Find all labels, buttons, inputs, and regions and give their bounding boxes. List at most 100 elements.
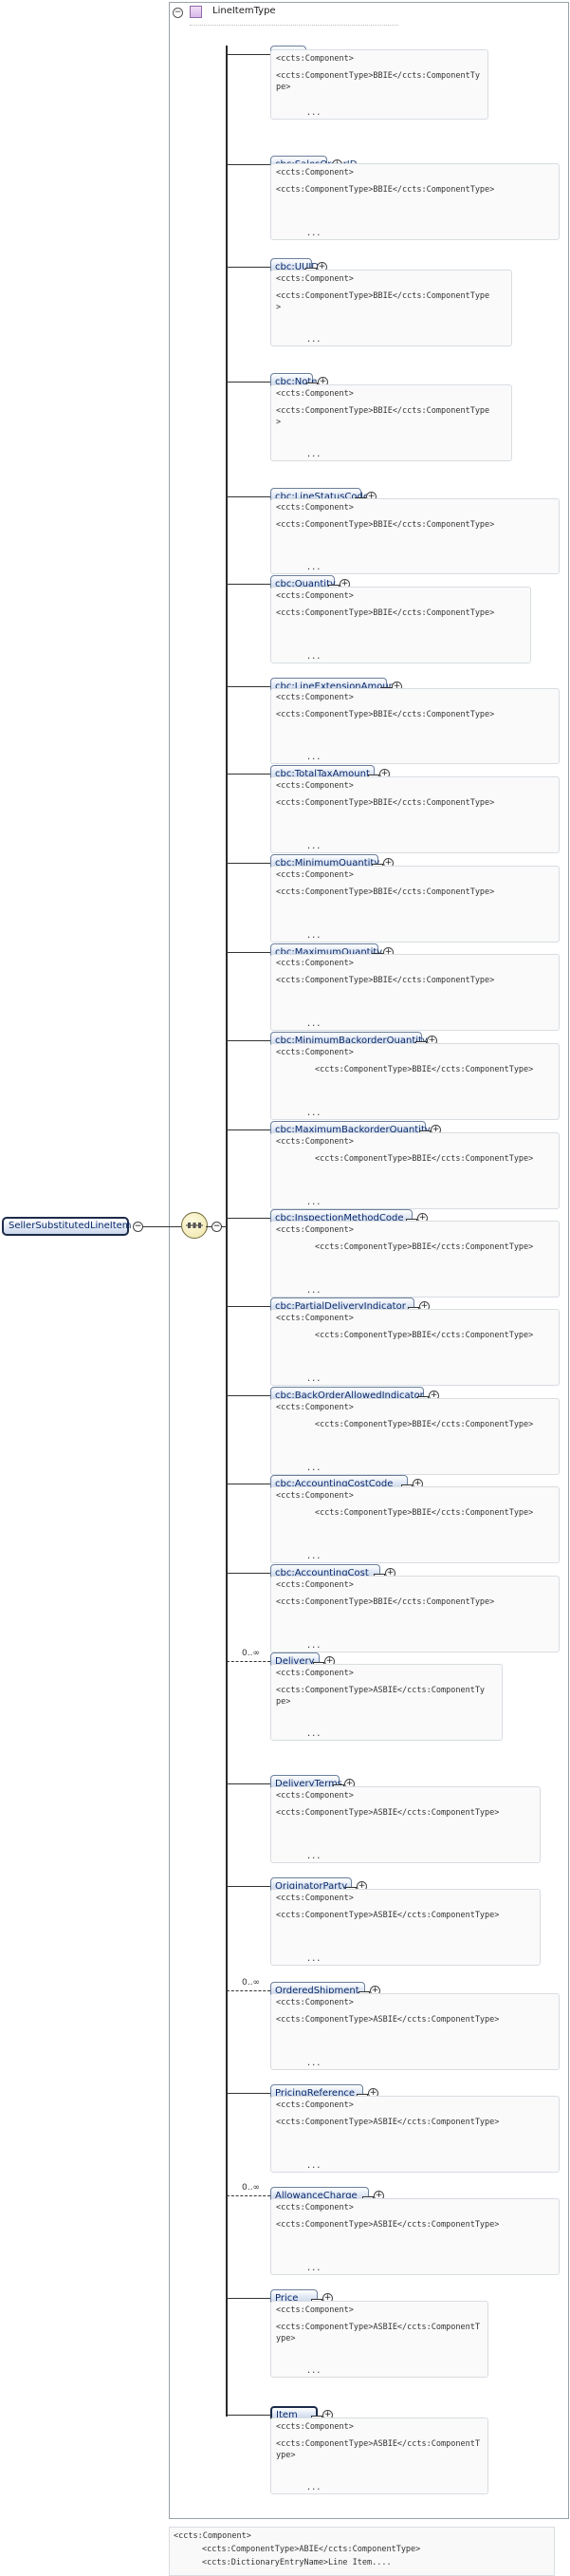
annotation-line: <ccts:ComponentType>BBIE</ccts:Component…: [276, 1597, 495, 1607]
element-annotation: <ccts:Component> <ccts:ComponentType>BBIE…: [270, 587, 531, 663]
annotation-line: ...: [306, 2264, 322, 2273]
annotation-line: <ccts:Component>: [276, 1314, 354, 1323]
root-annotation: <ccts:Component> <ccts:ComponentType>ABI…: [169, 2527, 555, 2576]
root-annotation-line: <ccts:DictionaryEntryName>Line Item....: [202, 2558, 392, 2567]
annotation-line: <ccts:Component>: [276, 781, 354, 791]
element-connector: [227, 2195, 270, 2196]
root-annotation-line: <ccts:Component>: [174, 2531, 251, 2541]
annotation-line: <ccts:Component>: [276, 1048, 354, 1057]
element-connector: [227, 1306, 270, 1307]
annotation-line: <ccts:ComponentType>BBIE</ccts:Component…: [276, 887, 495, 897]
annotation-line: <ccts:ComponentType>BBIE</ccts:Component…: [276, 520, 495, 530]
annotation-line: <ccts:ComponentType>BBIE</ccts:Component…: [276, 608, 495, 618]
element-connector: [227, 267, 270, 268]
element-annotation: <ccts:Component> <ccts:ComponentType>BBIE…: [270, 498, 560, 574]
annotation-line: <ccts:Component>: [276, 2203, 354, 2212]
annotation-line: <ccts:Component>: [276, 2422, 354, 2432]
root-annotation-line: <ccts:ComponentType>ABIE</ccts:Component…: [202, 2545, 421, 2554]
element-connector: [227, 1886, 270, 1887]
element-connector: [227, 1218, 270, 1219]
annotation-line: <ccts:ComponentType>BBIE</ccts:Component…: [276, 406, 490, 416]
element-annotation: <ccts:Component><ccts:ComponentType>ASBI…: [270, 1993, 560, 2070]
element-annotation: <ccts:Component> <ccts:ComponentType>BBIE…: [270, 384, 512, 461]
annotation-line: <ccts:Component>: [276, 1491, 354, 1501]
element-connector: [227, 382, 270, 383]
element-annotation: <ccts:Component> <ccts:ComponentType>BBIE…: [270, 776, 560, 853]
annotation-line: ...: [306, 842, 322, 851]
root-element-box[interactable]: SellerSubstitutedLineItem: [2, 1217, 132, 1236]
annotation-line: <ccts:ComponentType>BBIE</ccts:Component…: [315, 1154, 534, 1164]
element-annotation: <ccts:Component><ccts:ComponentType>ASBI…: [270, 2096, 560, 2173]
occurrence-label: 0..∞: [242, 1649, 260, 1658]
element-annotation: <ccts:Component><ccts:ComponentType>ASBI…: [270, 2301, 488, 2378]
element-annotation: <ccts:Component><ccts:ComponentType>BBIE…: [270, 1132, 560, 1209]
element-connector: [227, 2093, 270, 2094]
element-connector: [227, 1573, 270, 1574]
annotation-line: <ccts:ComponentType>BBIE</ccts:Component…: [315, 1508, 534, 1518]
annotation-line: <ccts:Component>: [276, 1225, 354, 1235]
element-annotation: <ccts:Component><ccts:ComponentType>BBIE…: [270, 49, 488, 120]
annotation-line: ...: [306, 931, 322, 941]
element-annotation: <ccts:Component><ccts:ComponentType>BBIE…: [270, 270, 512, 346]
annotation-line: <ccts:ComponentType>BBIE</ccts:Component…: [315, 1242, 534, 1252]
complex-type-icon: [190, 6, 202, 18]
annotation-line: ...: [306, 2483, 322, 2492]
annotation-line: <ccts:Component>: [276, 503, 354, 513]
annotation-line: ...: [306, 1464, 322, 1473]
type-name: LineItemType: [212, 6, 276, 16]
collapse-type-toggle-icon[interactable]: −: [173, 8, 183, 18]
annotation-line: <ccts:ComponentType>ASBIE</ccts:Componen…: [276, 1686, 486, 1695]
annotation-line: <ccts:ComponentType>BBIE</ccts:Component…: [276, 976, 495, 985]
annotation-line: <ccts:Component>: [276, 1403, 354, 1412]
element-annotation: <ccts:Component> <ccts:ComponentType>BBIE…: [270, 1043, 560, 1120]
annotation-line: ...: [306, 335, 322, 345]
annotation-line: <ccts:ComponentType>BBIE</ccts:Component…: [315, 1420, 534, 1429]
annotation-line: ...: [306, 1641, 322, 1651]
element-annotation: <ccts:Component> <ccts:ComponentType>BBIE…: [270, 1398, 560, 1475]
element-connector: [227, 686, 270, 687]
annotation-line: <ccts:ComponentType>ASBIE</ccts:Componen…: [276, 2220, 500, 2230]
element-annotation: <ccts:Component> <ccts:ComponentType>BBIE…: [270, 163, 560, 240]
element-annotation: <ccts:Component> <ccts:ComponentType>BBIE…: [270, 866, 560, 943]
annotation-line: >: [276, 418, 282, 427]
element-connector: [227, 2415, 270, 2416]
annotation-line: ...: [306, 108, 322, 118]
annotation-line: <ccts:Component>: [276, 1580, 354, 1590]
element-annotation: <ccts:Component> <ccts:ComponentType>BBIE…: [270, 1309, 560, 1386]
root-connector: [142, 1226, 181, 1227]
annotation-line: <ccts:ComponentType>ASBIE</ccts:Componen…: [276, 2015, 500, 2025]
annotation-line: <ccts:Component>: [276, 2305, 354, 2315]
annotation-line: <ccts:Component>: [276, 274, 354, 284]
annotation-line: ...: [306, 1552, 322, 1561]
annotation-line: ...: [306, 1286, 322, 1296]
sequence-to-bus-connector: [206, 1226, 211, 1227]
annotation-line: >: [276, 303, 282, 312]
annotation-line: <ccts:Component>: [276, 168, 354, 177]
annotation-line: <ccts:Component>: [276, 870, 354, 880]
annotation-line: <ccts:Component>: [276, 389, 354, 399]
element-connector: [227, 774, 270, 775]
annotation-line: ...: [306, 1198, 322, 1207]
annotation-line: <ccts:Component>: [276, 54, 354, 64]
element-connector: [227, 1129, 270, 1130]
annotation-line: ...: [306, 753, 322, 762]
occurrence-label: 0..∞: [242, 1978, 260, 1988]
annotation-line: <ccts:ComponentType>BBIE</ccts:Component…: [315, 1331, 534, 1340]
annotation-line: <ccts:ComponentType>BBIE</ccts:Component…: [276, 185, 495, 195]
annotation-line: <ccts:ComponentType>BBIE</ccts:Component…: [276, 710, 495, 719]
annotation-line: ...: [306, 2161, 322, 2171]
element-annotation: <ccts:Component><ccts:ComponentType>ASBI…: [270, 1889, 541, 1966]
annotation-line: <ccts:Component>: [276, 1791, 354, 1801]
occurrence-label: 0..∞: [242, 2183, 260, 2193]
annotation-line: <ccts:Component>: [276, 1894, 354, 1903]
element-annotation: <ccts:Component> <ccts:ComponentType>BBIE…: [270, 1221, 560, 1297]
annotation-line: <ccts:ComponentType>BBIE</ccts:Component…: [276, 798, 495, 808]
annotation-line: ype>: [276, 2451, 296, 2460]
annotation-line: <ccts:ComponentType>BBIE</ccts:Component…: [315, 1065, 534, 1074]
element-annotation: <ccts:Component><ccts:ComponentType>BBIE…: [270, 954, 560, 1031]
annotation-line: <ccts:Component>: [276, 591, 354, 601]
sequence-compositor-icon[interactable]: [181, 1212, 208, 1239]
element-annotation: <ccts:Component><ccts:ComponentType>ASBI…: [270, 1786, 541, 1863]
annotation-line: ...: [306, 229, 322, 238]
annotation-line: ...: [306, 1109, 322, 1118]
